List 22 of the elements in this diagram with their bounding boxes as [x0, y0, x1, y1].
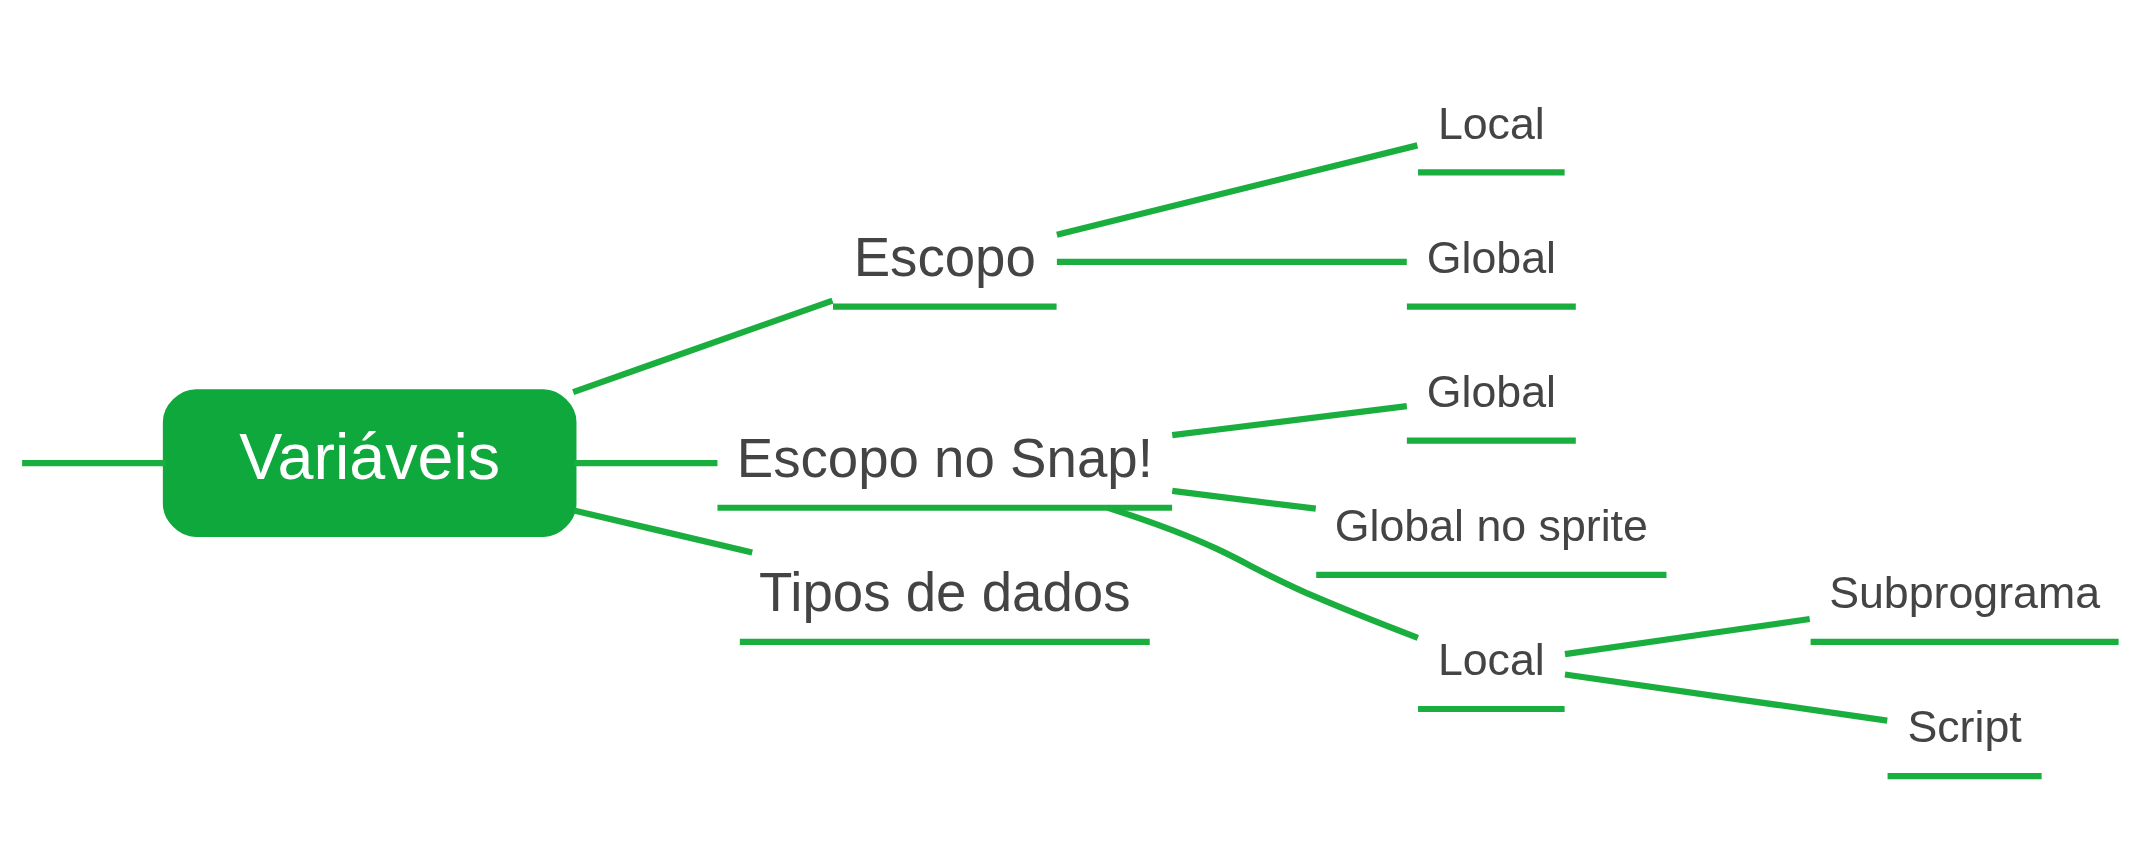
connector — [573, 459, 718, 466]
connector — [1056, 141, 1419, 238]
connector — [1056, 258, 1407, 265]
connector — [22, 459, 166, 466]
node-text: Escopo — [853, 226, 1036, 288]
node-text: Subprograma — [1829, 567, 2101, 617]
connector — [1171, 487, 1317, 512]
node-text: Global — [1426, 366, 1556, 416]
connector — [573, 507, 753, 555]
connector — [1564, 670, 1888, 724]
connector — [1106, 504, 1419, 641]
connector — [572, 297, 834, 395]
connector — [1171, 402, 1408, 438]
node-text: Global — [1426, 232, 1556, 282]
node-text: Global no sprite — [1334, 500, 1648, 550]
node-box: Variáveis — [162, 388, 577, 537]
node-text: Escopo no Snap! — [736, 427, 1153, 489]
node-text: Tipos de dados — [758, 561, 1131, 623]
node-text: Script — [1907, 701, 2022, 751]
node-text: Local — [1437, 98, 1545, 148]
node-text: Local — [1437, 634, 1545, 684]
connector — [1564, 615, 1811, 657]
